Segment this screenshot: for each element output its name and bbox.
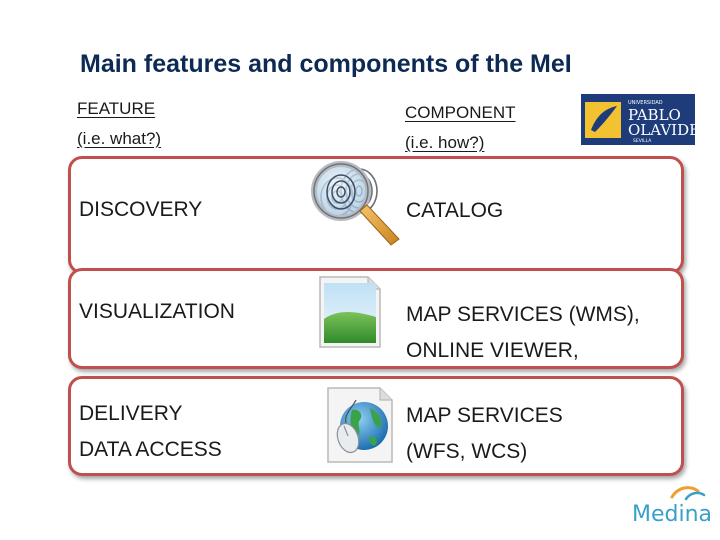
svg-text:PABLO: PABLO [628,106,681,124]
slide-title: Main features and components of the MeI [80,50,572,78]
component-line: MAP SERVICES [406,404,563,427]
feature-line: VISUALIZATION [79,300,235,323]
component-label: MAP SERVICES (WMS), ONLINE VIEWER, [406,297,640,369]
svg-text:OLAVIDE: OLAVIDE [628,121,695,139]
component-line: CATALOG [406,199,504,222]
component-label: MAP SERVICES (WFS, WCS) [406,398,563,470]
component-line: MAP SERVICES (WMS), [406,303,640,326]
svg-text:SEVILLA: SEVILLA [633,138,652,144]
magnifier-fingerprint-icon [311,161,400,246]
component-label: CATALOG [406,193,503,229]
feature-header-sublabel: (i.e. what?) [77,129,162,148]
feature-line: DELIVERY [79,402,183,425]
svg-text:Medina: Medina [632,502,712,527]
feature-row-discovery: DISCOVERY [68,156,684,274]
feature-row-delivery: DELIVERY DATA ACCESS MAP SERVICES (WFS, … [68,376,684,476]
component-line: ONLINE VIEWER, [406,339,579,362]
feature-line: DATA ACCESS [79,438,222,461]
globe-mouse-icon [327,387,393,463]
component-line: (WFS, WCS) [406,440,528,463]
component-header-sublabel: (i.e. how?) [405,133,485,152]
university-logo: UNIVERSIDAD PABLO OLAVIDE SEVILLA [581,94,695,145]
image-file-icon [319,276,381,348]
component-column-header: COMPONENT (i.e. how?) [405,98,516,158]
feature-label: VISUALIZATION [79,294,235,330]
feature-label: DELIVERY DATA ACCESS [79,396,222,468]
feature-column-header: FEATURE (i.e. what?) [77,94,161,154]
feature-header-label: FEATURE [77,99,156,118]
feature-row-visualization: VISUALIZATION MAP SERVICES (WMS), ONLINE… [68,268,684,369]
svg-text:UNIVERSIDAD: UNIVERSIDAD [628,100,663,106]
feature-line: DISCOVERY [79,198,203,221]
feature-label: DISCOVERY [79,192,202,228]
medina-logo: Medina [632,486,712,527]
component-header-label: COMPONENT [405,103,516,122]
